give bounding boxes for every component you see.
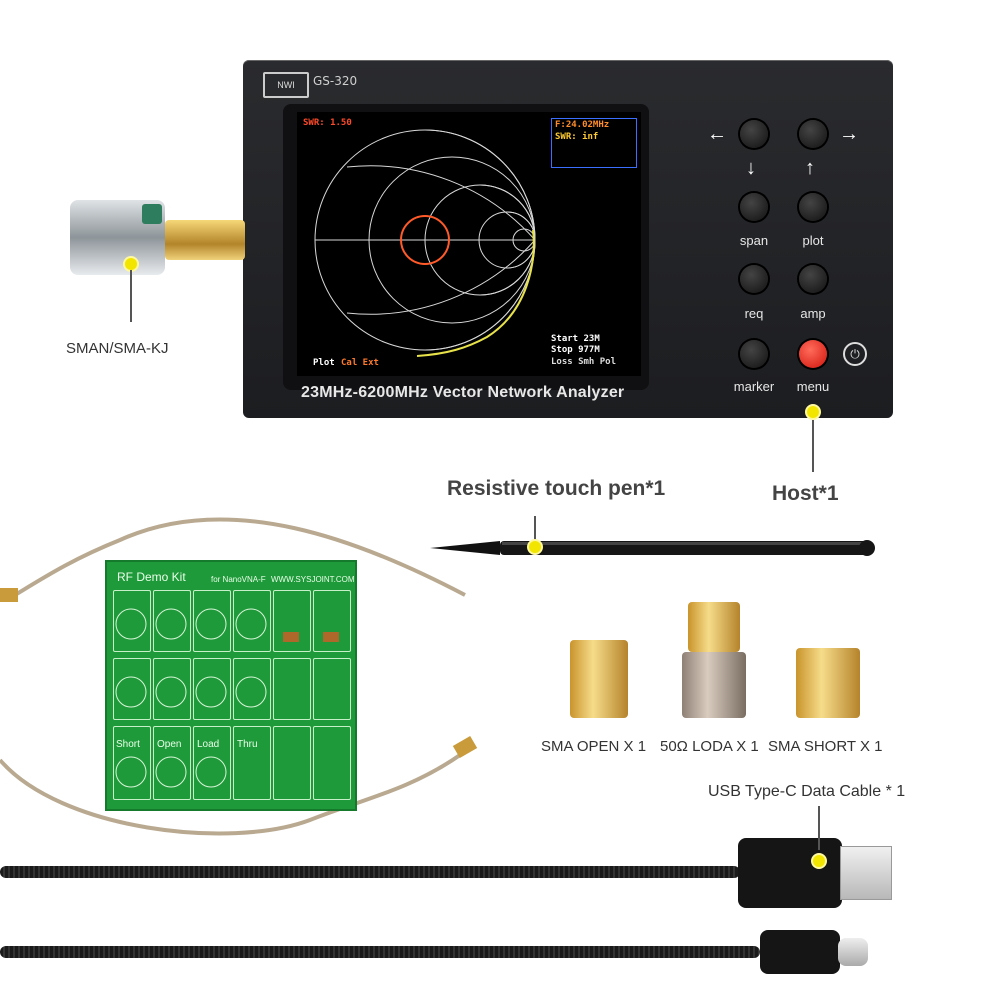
usb-c-metal (838, 938, 868, 966)
sma-short-caption: SMA SHORT X 1 (768, 738, 883, 755)
usb-c-connector (760, 930, 840, 974)
pcb-cell (193, 726, 231, 800)
pen-leader-line (534, 516, 536, 540)
cal-indicator: Cal Ext (341, 358, 379, 368)
left-button[interactable] (740, 120, 768, 148)
touch-pen (430, 540, 875, 556)
usb-caption: USB Type-C Data Cable * 1 (708, 783, 906, 800)
arrow-up-icon: ↑ (805, 157, 815, 179)
plot-button[interactable] (799, 193, 827, 221)
pcb-load-label: Load (197, 739, 220, 750)
pcb-cell (313, 726, 351, 800)
menu-button[interactable] (799, 340, 827, 368)
marker-info-box (551, 118, 637, 168)
span-label: span (739, 233, 769, 248)
device-screen[interactable]: SWR: 1.50 F:24.02MHz SWR: inf Start 23M … (297, 112, 641, 376)
amp-label: amp (800, 306, 826, 321)
pcb-short-label: Short (116, 739, 140, 750)
pcb-cell (233, 590, 271, 652)
pen-caption: Resistive touch pen*1 (447, 477, 666, 500)
connector-marker-dot (125, 258, 137, 270)
pcb-cell (153, 726, 191, 800)
arrow-left-icon: ← (707, 123, 727, 145)
swr-circle (400, 215, 450, 265)
connector-insulator (142, 204, 162, 224)
stop-frequency: Stop 977M (551, 345, 600, 355)
usb-cable-lower (0, 946, 760, 958)
pcb-cell (153, 658, 191, 720)
marker-label: marker (733, 379, 775, 394)
usb-cable-upper (0, 866, 740, 878)
usb-marker-dot (813, 855, 825, 867)
pcb-cell (273, 658, 311, 720)
pcb-cell (113, 590, 151, 652)
plot-indicator: Plot (313, 358, 335, 368)
pcb-cell (113, 658, 151, 720)
pcb-cell (313, 590, 351, 652)
connector-caption: SMAN/SMA-KJ (66, 340, 169, 357)
smith-chart (314, 129, 536, 357)
usb-a-metal (840, 846, 892, 900)
pcb-cell (273, 590, 311, 652)
menu-label: menu (796, 379, 830, 394)
pcb-cell (233, 658, 271, 720)
pcb-subtitle: for NanoVNA-F (211, 575, 266, 584)
sma-50ohm-load (688, 602, 740, 652)
usb-a-connector (738, 838, 842, 908)
arrow-down-icon: ↓ (746, 157, 756, 179)
pcb-thru-label: Thru (237, 739, 258, 750)
power-icon[interactable]: ⏻ (843, 342, 867, 366)
host-marker-dot (807, 406, 819, 418)
amp-button[interactable] (799, 265, 827, 293)
pcb-smith-icons (115, 608, 339, 788)
sma-50ohm-body (682, 652, 746, 718)
coax-cables (0, 517, 478, 836)
pcb-cell (193, 590, 231, 652)
pcb-cell (153, 590, 191, 652)
pcb-url: WWW.SYSJOINT.COM (271, 575, 355, 584)
brand-logo: NWI (263, 72, 309, 98)
connector-leader-line (130, 270, 132, 322)
host-caption: Host*1 (772, 482, 839, 505)
arrow-right-icon: → (839, 123, 859, 145)
device-label: 23MHz-6200MHz Vector Network Analyzer (301, 384, 625, 401)
vna-host-device: NWI GS-320 SWR: 1.50 (243, 60, 893, 418)
plot-label: plot (802, 233, 824, 248)
marker-swr: SWR: inf (555, 132, 599, 142)
req-button[interactable] (740, 265, 768, 293)
span-button[interactable] (740, 193, 768, 221)
pcb-cell (233, 726, 271, 800)
sma-adapter (165, 220, 245, 260)
swr-readout-left: SWR: 1.50 (303, 118, 352, 128)
pcb-open-label: Open (157, 739, 182, 750)
marker-button[interactable] (740, 340, 768, 368)
pcb-cell (193, 658, 231, 720)
sma-short-load (796, 648, 860, 718)
pcb-title: RF Demo Kit (117, 570, 186, 584)
req-label: req (744, 306, 764, 321)
marker-frequency: F:24.02MHz (555, 120, 610, 130)
load-caption: 50Ω LODA X 1 (660, 738, 759, 755)
s11-trace (416, 229, 535, 357)
host-leader-line (812, 420, 814, 472)
format-indicator: Loss Smh Pol (551, 357, 617, 367)
sma-open-caption: SMA OPEN X 1 (541, 738, 647, 755)
pen-marker-dot (529, 541, 541, 553)
usb-leader-line (818, 806, 820, 850)
pcb-cell (313, 658, 351, 720)
right-button[interactable] (799, 120, 827, 148)
sma-open-load (570, 640, 628, 718)
pcb-cell (273, 726, 311, 800)
start-frequency: Start 23M (551, 334, 600, 344)
model-label: GS-320 (313, 74, 358, 88)
rf-demo-kit-board: RF Demo Kit for NanoVNA-F WWW.SYSJOINT.C… (105, 560, 357, 811)
pcb-cell (113, 726, 151, 800)
